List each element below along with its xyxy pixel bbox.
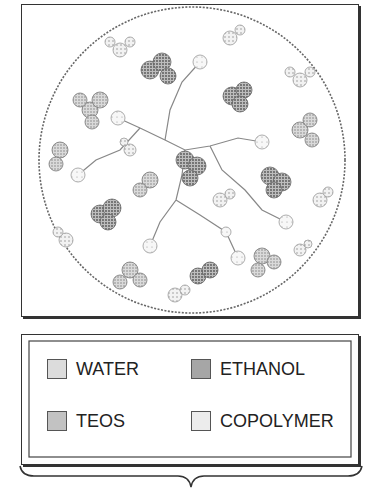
legend-frame: [21, 334, 359, 465]
brace: [20, 466, 362, 487]
copolymer-blobs: [71, 55, 293, 265]
water-molecules: [53, 25, 333, 302]
copolymer-chains: [78, 62, 286, 258]
legend-label: WATER: [76, 359, 139, 379]
container-circle: [39, 7, 345, 313]
legend-label: ETHANOL: [220, 359, 305, 379]
legend-label: TEOS: [76, 411, 125, 431]
legend: WATER ETHANOL TEOS COPOLYMER: [31, 343, 351, 457]
legend-swatch: [47, 411, 67, 431]
ethanol-molecules: [91, 53, 291, 284]
legend-swatch: [191, 359, 211, 379]
legend-label: COPOLYMER: [220, 411, 334, 431]
teos-molecules: [49, 92, 319, 289]
legend-swatch: [191, 411, 211, 431]
legend-inner-frame: [29, 341, 351, 457]
legend-swatch: [47, 359, 67, 379]
